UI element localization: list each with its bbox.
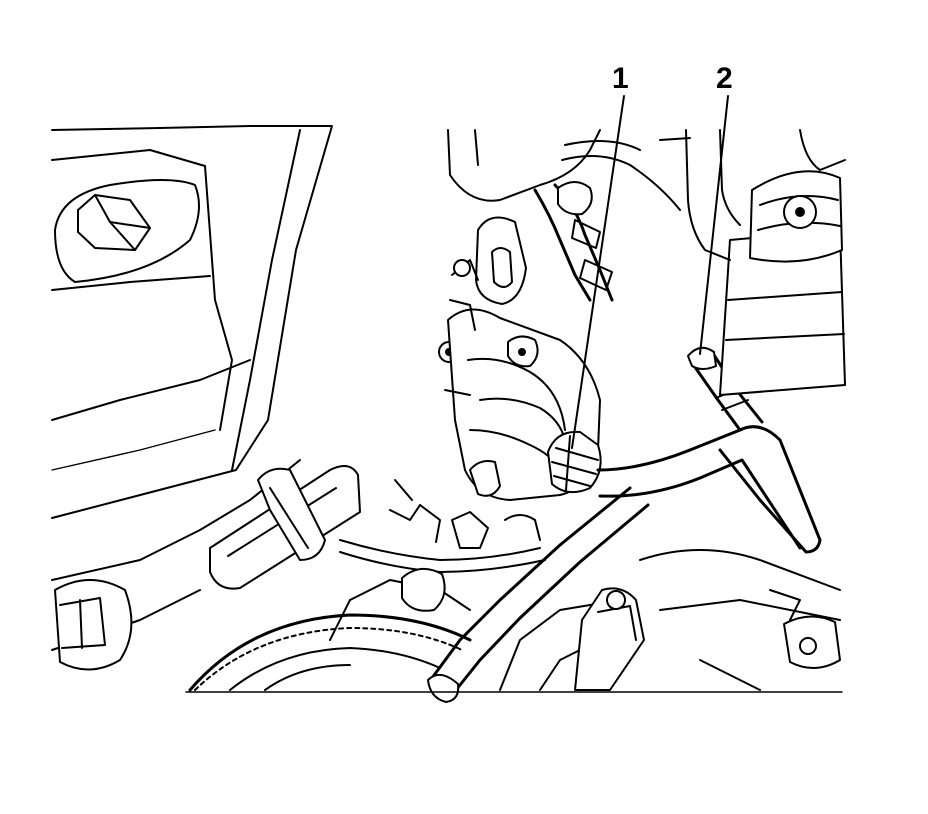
upper-right-hoses — [659, 129, 846, 261]
coolant-reservoir — [719, 170, 846, 396]
lower-engine-block — [329, 504, 621, 691]
ring-gear — [188, 613, 472, 692]
left-lower-fitting — [54, 579, 133, 671]
sensor-connector — [574, 587, 645, 691]
coolant-hoses-upper — [447, 129, 681, 302]
callout-leaders — [571, 95, 729, 449]
electrical-connector — [209, 465, 361, 590]
hose-clamp — [547, 430, 602, 494]
callout-label-1: 1 — [612, 62, 629, 95]
callout-label-2: 2 — [716, 62, 733, 95]
oil-fill-cap — [54, 179, 200, 283]
lower-right-components — [639, 549, 841, 691]
engine-cover — [51, 125, 333, 651]
